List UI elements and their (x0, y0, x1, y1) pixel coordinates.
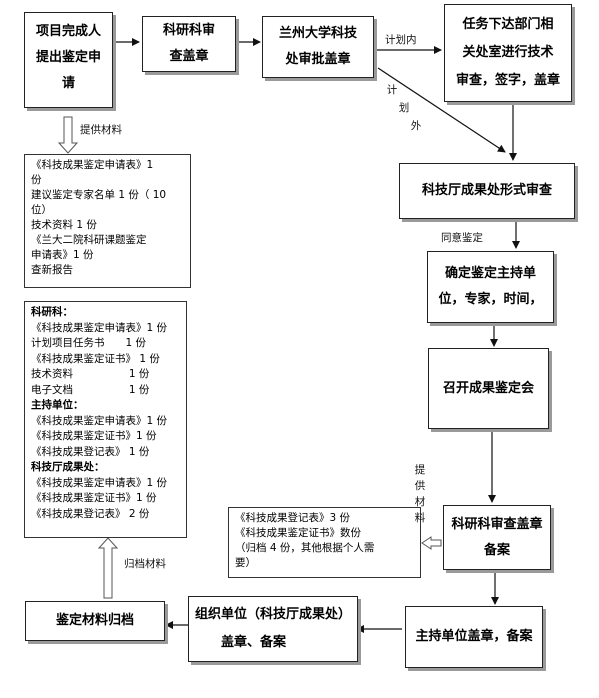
label-out-plan-2: 划 (398, 102, 410, 114)
hollow-arrow-down-materials (57, 116, 79, 154)
node-confirm: 确定鉴定主持单 位，专家，时间， (427, 251, 554, 323)
materials-list-3: 《科技成果登记表》3 份 《科技成果鉴定证书》数份 （归档 4 份，其他根据个人… (228, 507, 421, 578)
node-host-stamp: 主持单位盖章，备案 (405, 606, 543, 668)
label-archive-materials: 归档材料 (124, 558, 166, 570)
label-out-plan: 计 (386, 84, 398, 96)
node-dept-review: 任务下达部门相 关处室进行技术 审查，签字，盖章 (444, 4, 572, 102)
materials-list-1: 《科技成果鉴定申请表》1 份 建议鉴定专家名单 1 份（ 10 位） 技术资料 … (24, 154, 191, 288)
label-in-plan: 计划内 (385, 34, 417, 46)
node-meeting: 召开成果鉴定会 (428, 348, 549, 429)
label-provide-materials-vertical: 提 供 材 料 (414, 464, 426, 524)
arrow-univ-to-form-review (377, 67, 506, 153)
node-univ-stamp: 兰州大学科技 处审批盖章 (262, 16, 374, 78)
label-provide-materials: 提供材料 (80, 124, 122, 136)
node-research-file: 科研科审查盖章 备案 (443, 505, 551, 570)
label-out-plan-3: 外 (410, 120, 422, 132)
node-form-review: 科技厅成果处形式审查 (399, 163, 575, 219)
hollow-arrow-left-materials (421, 536, 442, 550)
node-org-stamp: 组织单位（科技厅成果处） 盖章、备案 (188, 596, 358, 662)
label-agree-appraisal: 同意鉴定 (441, 232, 483, 244)
hollow-arrow-up-archive (97, 537, 119, 599)
node-submit: 项目完成人 提出鉴定申 请 (24, 12, 113, 108)
materials-list-2: 科研科： 《科技成果鉴定申请表》1 份 计划项目任务书 1 份 《科技成果鉴定证… (24, 301, 187, 538)
node-research-stamp: 科研科审 查盖章 (142, 16, 236, 72)
node-archive: 鉴定材料归档 (25, 601, 165, 641)
